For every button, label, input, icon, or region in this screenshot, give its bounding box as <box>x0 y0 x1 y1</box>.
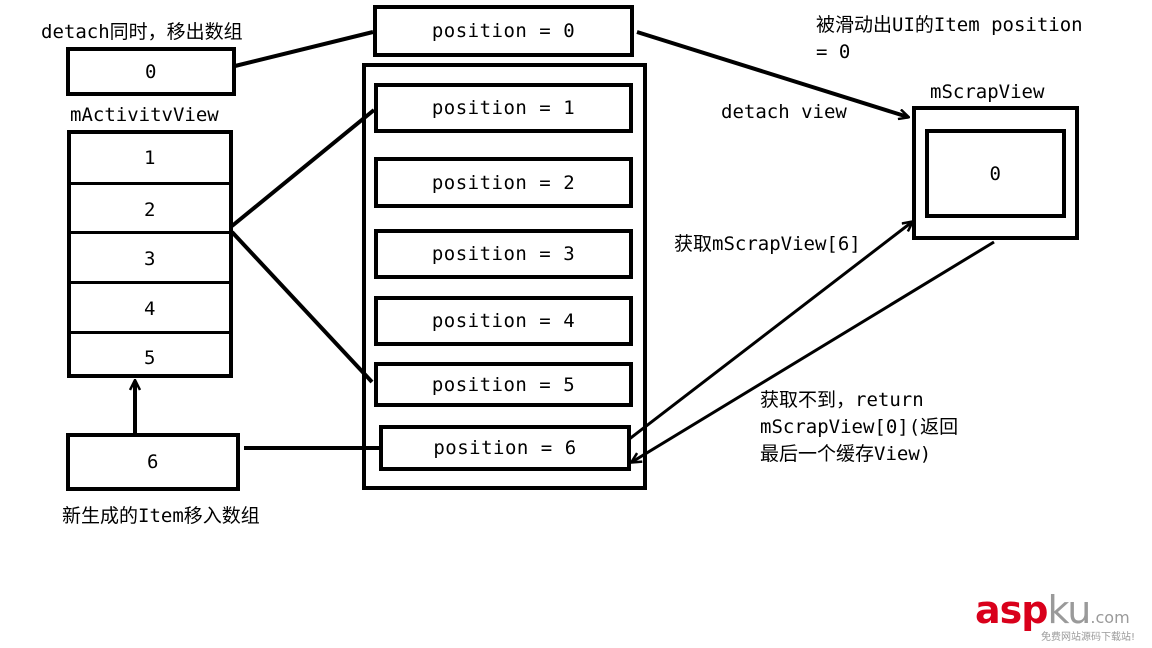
position-2-label: position = 2 <box>431 171 576 194</box>
active-view-cell: 1 <box>144 147 156 169</box>
label-detach-view: detach view <box>721 101 847 123</box>
scrap-view-value: 0 <box>989 162 1002 185</box>
position-5-label: position = 5 <box>431 373 576 396</box>
position-5-box: position = 5 <box>374 362 633 407</box>
label-fallback: 获取不到，return mScrapView[0](返回 最后一个缓存View) <box>760 389 959 465</box>
arrow-fallback-return <box>632 240 995 462</box>
watermark-tagline: 免费网站源码下载站! <box>1041 632 1136 643</box>
label-scrap-view: mScrapView <box>930 81 1045 103</box>
label-active-view: mActivitvView <box>70 104 219 126</box>
new-item-value: 6 <box>147 451 159 473</box>
position-3-label: position = 3 <box>431 243 576 265</box>
watermark-logo-domain: .com <box>1090 608 1130 627</box>
screen-container <box>362 63 647 490</box>
connector-removed-to-position-0 <box>234 30 374 68</box>
position-0-box: position = 0 <box>373 5 634 57</box>
active-view-cell: 2 <box>71 182 229 234</box>
removed-item-box: 0 <box>66 47 236 96</box>
connector-active-to-position-1 <box>230 108 376 228</box>
position-6-label: position = 6 <box>433 437 577 459</box>
label-slide-out: 被滑动出UI的Item position = 0 <box>816 14 1083 63</box>
new-item-box: 6 <box>66 433 240 491</box>
position-1-label: position = 1 <box>431 97 576 119</box>
active-view-cell: 3 <box>71 231 229 284</box>
aspku-watermark: aspku.com 免费网站源码下载站! <box>975 588 1150 646</box>
position-6-box: position = 6 <box>379 425 631 471</box>
scrap-view-cell: 0 <box>925 129 1066 218</box>
arrow-detach-to-scrap <box>636 30 908 117</box>
position-4-label: position = 4 <box>431 310 576 332</box>
connector-active-to-position-5 <box>230 230 374 384</box>
watermark-logo-ku: ku <box>1047 588 1091 632</box>
scrap-view-container <box>912 106 1079 240</box>
active-view-cell: 5 <box>71 331 229 381</box>
active-view-cell: 4 <box>71 281 229 334</box>
position-0-label: position = 0 <box>431 20 576 42</box>
position-3-box: position = 3 <box>374 229 633 279</box>
watermark-logo: aspku.com <box>975 588 1130 632</box>
removed-item-value: 0 <box>145 60 157 83</box>
label-detach-remove: detach同时，移出数组 <box>41 21 243 43</box>
position-2-box: position = 2 <box>374 157 633 208</box>
watermark-logo-asp: asp <box>975 588 1048 632</box>
label-get-scrap: 获取mScrapView[6] <box>674 233 861 255</box>
label-new-item: 新生成的Item移入数组 <box>62 505 260 527</box>
arrow-fetch-scrap <box>627 222 912 442</box>
active-view-array: 1 2 3 4 5 <box>67 130 233 378</box>
position-1-box: position = 1 <box>374 83 633 133</box>
position-4-box: position = 4 <box>374 296 633 346</box>
